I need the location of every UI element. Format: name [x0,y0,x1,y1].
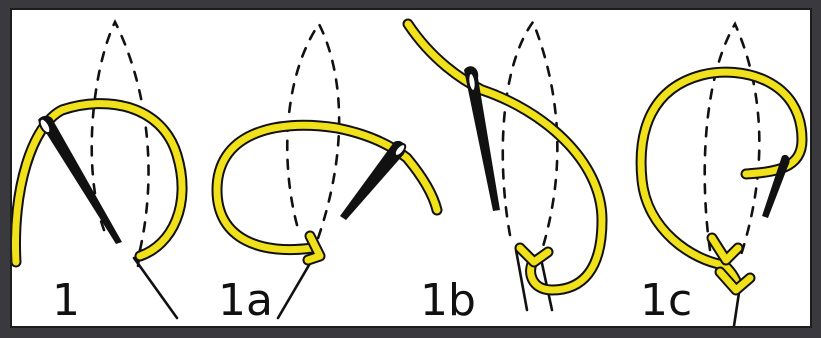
step-1c-needle [762,154,790,218]
step-1b-label: 1b [420,275,476,326]
step-1c-group: 1c [635,21,808,326]
step-1b-guide-dashes [501,19,559,252]
step-1-group: 1 [12,19,188,326]
step-1b-thread-line [514,248,529,312]
step-1-label: 1 [52,275,80,326]
stitch-diagram: .dash { fill: none; stroke: #111; stroke… [12,18,808,326]
step-1a-needle [340,140,407,220]
step-1-guide-dashes [90,19,150,252]
step-1c-label: 1c [640,275,692,326]
step-1b-thread [402,18,608,296]
step-1a-thread [211,119,443,266]
step-1c-guide-dashes [703,21,761,260]
step-1-thread-line [132,256,179,320]
step-1c-thread [635,66,808,296]
step-1a-guide-dashes [286,21,341,257]
step-1b-needle [464,66,500,211]
stitch-diagram-panel: .dash { fill: none; stroke: #111; stroke… [10,8,812,328]
step-1a-label: 1a [218,275,273,326]
step-1-needle [38,115,122,245]
step-1b-thread-line-2 [538,252,554,312]
step-1a-group: 1a [211,21,443,326]
step-1b-group: 1b [402,18,608,326]
step-1a-thread-line [276,258,314,320]
step-1-thread [12,98,188,268]
